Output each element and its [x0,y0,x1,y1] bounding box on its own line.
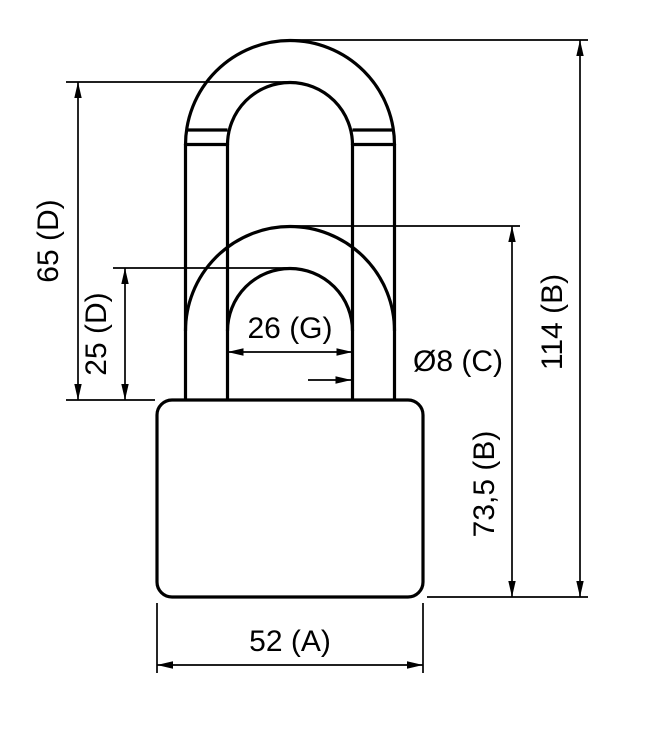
dimension-26-g: 26 (G) [227,312,353,356]
dimension-label-65: 65 (D) [32,199,65,282]
dimension-114-b: 114 (B) [292,39,588,598]
dimension-label-73: 73,5 (B) [468,431,501,538]
dimension-65-d: 65 (D) [32,81,292,401]
dimension-label-26: 26 (G) [247,312,332,345]
dimension-label-114: 114 (B) [536,274,569,370]
short-shackle-outer-arc [183,224,397,332]
long-shackle-inner-arc [225,80,355,146]
dimension-diameter-8-c: Ø8 (C) [308,345,503,384]
padlock-body [155,398,425,599]
dimension-label-25: 25 (D) [80,292,113,375]
dimension-label-8: Ø8 (C) [413,345,503,378]
long-shackle-outer-arc [183,38,397,146]
dimension-label-52: 52 (A) [249,625,331,658]
dimension-25-d: 25 (D) [80,267,292,400]
dimension-73-5-b: 73,5 (B) [292,225,520,597]
dimension-52-a: 52 (A) [156,603,424,673]
